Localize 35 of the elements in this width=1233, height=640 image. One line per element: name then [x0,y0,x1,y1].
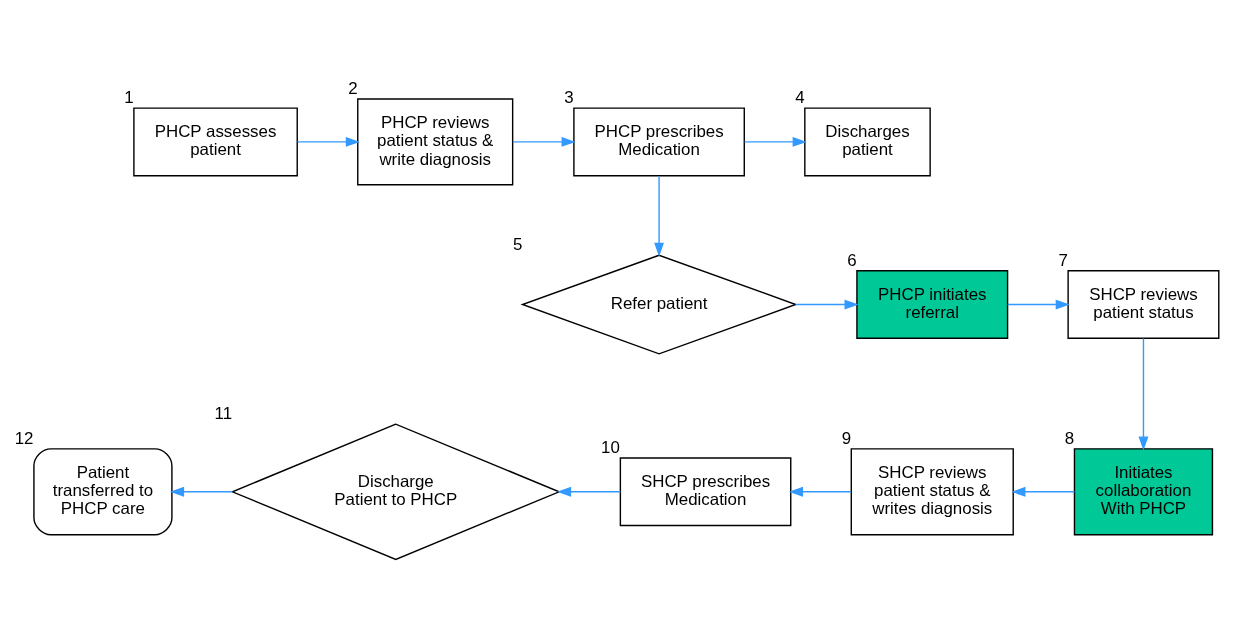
node-box: SHCP prescribes Medication [619,457,792,527]
node-box: Initiates collaboration With PHCP [1073,448,1214,536]
node-box: PHCP prescribes Medication [573,107,745,177]
node-label: 3 [564,88,574,108]
node-box: PHCP assesses patient [133,107,298,177]
node-label: 6 [847,250,857,270]
arrow [743,136,807,147]
node-box: SHCP reviews patient status & writes diagnosis [850,448,1014,536]
node-diamond: Refer patient [520,254,798,355]
node-box: Patient transferred to PHCP care [33,448,173,536]
node-label: 11 [214,404,233,424]
arrow [1138,337,1149,451]
node-box: PHCP initiates referral [856,270,1009,339]
arrow [296,136,360,147]
node-box: PHCP reviews patient status & write diagnosis [357,98,514,186]
node-label: 9 [841,429,852,449]
node-label: 7 [1058,250,1068,270]
arrow [170,486,234,497]
arrow [794,299,859,310]
node-box: Discharges patient [804,107,931,177]
arrow [1007,299,1070,310]
arrow [788,486,852,497]
arrow [654,175,665,257]
node-label: 2 [348,79,358,99]
node-label: 8 [1064,429,1075,449]
arrow [1011,486,1076,497]
node-label: 5 [512,235,523,255]
node-label: 4 [795,88,805,108]
arrow [512,136,576,147]
arrow [557,486,622,497]
node-box: SHCP reviews patient status [1067,270,1220,339]
node-label: 10 [601,438,620,458]
node-label: 12 [14,429,34,449]
node-diamond: Discharge Patient to PHCP [230,423,561,561]
node-label: 1 [124,88,134,108]
